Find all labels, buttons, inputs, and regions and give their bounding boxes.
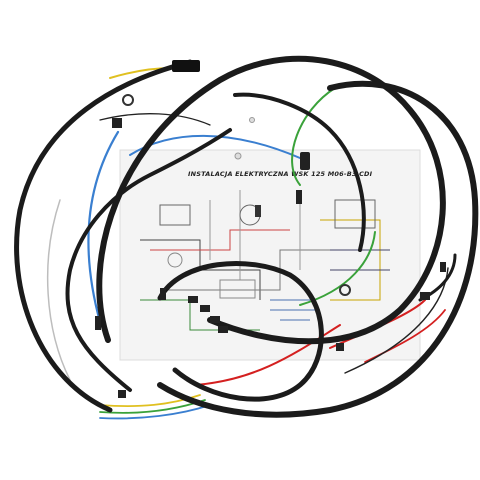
- sheet-title: INSTALACJA ELEKTRYCZNA WSK 125 M06-B3 CD…: [188, 170, 373, 178]
- inner-branch: [65, 128, 232, 392]
- red-wire: [364, 309, 446, 363]
- ring-terminal: [234, 152, 242, 160]
- multi-pin-connector: [300, 152, 310, 170]
- main-loop: [96, 55, 446, 345]
- blue-wire: [99, 404, 211, 420]
- spade-terminal: [440, 262, 446, 272]
- ring-terminal: [339, 284, 351, 296]
- left-branch: [14, 59, 193, 413]
- outer-loop: [157, 80, 479, 418]
- spade-terminal: [255, 205, 261, 217]
- spade-terminal: [112, 118, 122, 128]
- spade-terminal: [200, 305, 210, 312]
- spade-terminal: [95, 316, 101, 330]
- spade-terminal: [218, 326, 228, 333]
- center-loop: [157, 260, 324, 402]
- harness-sheath: [14, 55, 479, 418]
- terminals: [95, 60, 446, 398]
- ring-terminal: [122, 94, 134, 106]
- spade-terminal: [118, 390, 126, 398]
- spade-terminal: [160, 288, 166, 300]
- green-wire: [291, 87, 336, 186]
- spade-terminal: [420, 292, 430, 300]
- inner-sheath: [233, 92, 366, 252]
- spade-terminal: [296, 190, 302, 204]
- ring-terminal: [249, 117, 255, 123]
- multi-pin-connector: [172, 60, 200, 72]
- red-wire: [194, 324, 341, 386]
- black-wire: [99, 113, 211, 126]
- blue-wire: [87, 130, 120, 324]
- spade-terminal: [210, 316, 220, 323]
- spade-terminal: [188, 296, 198, 303]
- white-wire: [46, 199, 71, 381]
- spade-terminal: [336, 343, 344, 351]
